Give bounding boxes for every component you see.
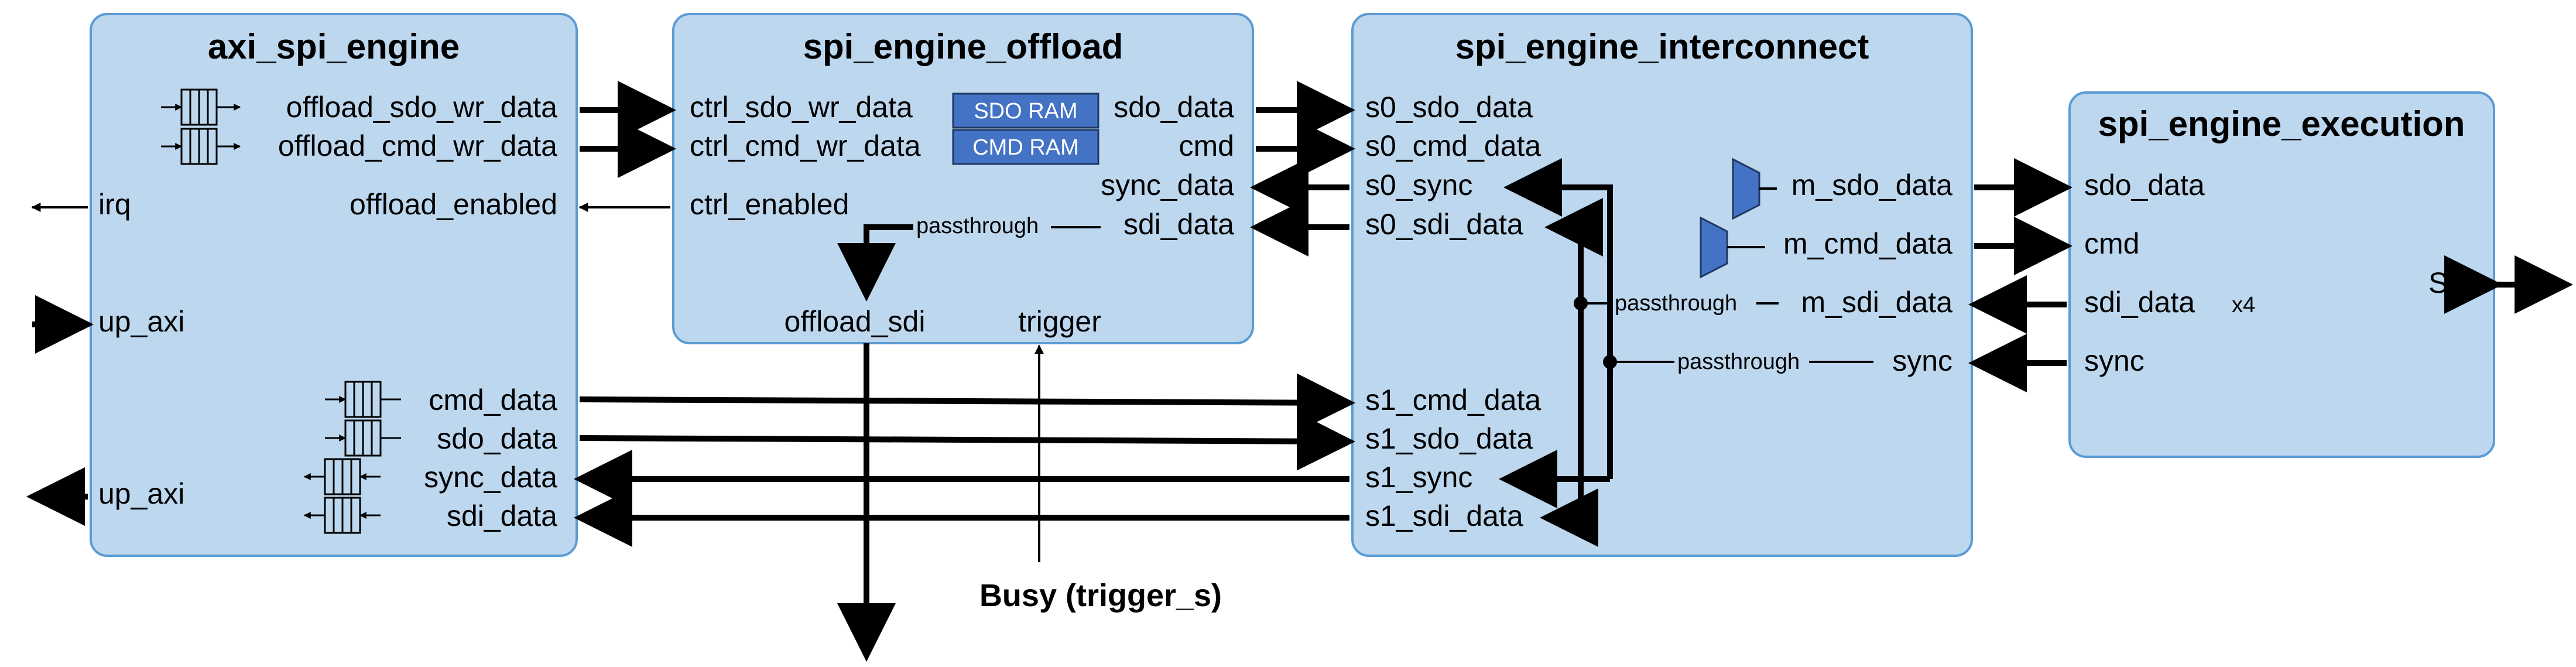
port-ctrl-cmd-wr-data: ctrl_cmd_wr_data	[690, 129, 921, 162]
spi-engine-offload-title: spi_engine_offload	[803, 27, 1123, 66]
port-offload-cmd-wr-data: offload_cmd_wr_data	[278, 129, 557, 162]
sdo-ram	[952, 93, 1099, 129]
cmd-mux-icon	[1700, 216, 1728, 279]
cmd-ram	[952, 129, 1099, 165]
spi-engine-execution-title: spi_engine_execution	[2098, 104, 2465, 143]
port-sync-data: sync_data	[424, 461, 557, 494]
offload-passthrough-wire	[837, 224, 913, 302]
busy-trigger-label: Busy (trigger_s)	[979, 578, 1222, 613]
port-s0-sdi-data: s0_sdi_data	[1365, 208, 1523, 241]
fifo-icon	[325, 381, 401, 418]
port-exec-sdi-multiplier: x4	[2232, 293, 2255, 317]
port-s1-sdo-data: s1_sdo_data	[1365, 422, 1533, 455]
sync-fanout-s0-wire	[1503, 158, 1613, 479]
port-offload-enabled: offload_enabled	[350, 188, 557, 221]
axi-spi-engine-block	[90, 13, 578, 557]
port-s0-sdo-data: s0_sdo_data	[1365, 91, 1533, 124]
port-sdo-data: sdo_data	[437, 422, 557, 455]
port-offload-sdi-data: sdi_data	[1123, 208, 1234, 241]
port-up-axi-out: up_axi	[98, 477, 184, 510]
sdo-ram-label: SDO RAM	[974, 99, 1077, 124]
fifo-icon	[161, 128, 241, 165]
port-m-sdo-data: m_sdo_data	[1791, 169, 1952, 201]
port-offload-sdo-wr-data: offload_sdo_wr_data	[286, 91, 558, 124]
port-irq: irq	[98, 188, 131, 221]
interconnect-passthrough-sdi-label: passthrough	[1615, 291, 1737, 316]
port-ctrl-enabled: ctrl_enabled	[690, 188, 849, 221]
s1-sdo-data-wire	[579, 412, 1355, 471]
port-s1-cmd-data: s1_cmd_data	[1365, 384, 1541, 416]
port-exec-sdo-data: sdo_data	[2084, 169, 2205, 201]
cmd-ram-label: CMD RAM	[972, 135, 1079, 160]
port-s1-sdi-data: s1_sdi_data	[1365, 500, 1523, 532]
port-cmd-data: cmd_data	[429, 384, 557, 416]
port-up-axi-in: up_axi	[98, 305, 184, 338]
sdi-fanout-s0-wire	[1544, 198, 1603, 518]
fifo-icon	[303, 458, 381, 495]
spi-engine-interconnect-title: spi_engine_interconnect	[1455, 27, 1869, 66]
port-spi: SPI	[2428, 266, 2476, 299]
interconnect-passthrough-sync-label: passthrough	[1677, 350, 1800, 374]
port-m-cmd-data: m_cmd_data	[1783, 227, 1952, 260]
s1-cmd-data-wire	[579, 373, 1355, 432]
sdo-mux-icon	[1732, 158, 1760, 220]
offload-passthrough-label: passthrough	[916, 214, 1039, 238]
sync-junction-dot	[1603, 355, 1617, 369]
port-offload-sdo-data: sdo_data	[1114, 91, 1234, 124]
port-sync: sync	[1892, 344, 1952, 377]
port-exec-sync: sync	[2084, 344, 2145, 377]
fifo-icon	[303, 497, 381, 534]
port-offload-sdi: offload_sdi	[785, 305, 926, 338]
port-s0-cmd-data: s0_cmd_data	[1365, 129, 1541, 162]
port-ctrl-sdo-wr-data: ctrl_sdo_wr_data	[690, 91, 913, 124]
port-offload-sync-data: sync_data	[1101, 169, 1234, 201]
port-trigger: trigger	[1018, 305, 1101, 338]
fifo-icon	[325, 419, 401, 457]
port-s0-sync: s0_sync	[1365, 169, 1472, 201]
port-m-sdi-data: m_sdi_data	[1801, 286, 1953, 319]
axi-spi-engine-title: axi_spi_engine	[208, 27, 460, 66]
port-exec-sdi-data: sdi_data	[2084, 286, 2195, 319]
port-sdi-data: sdi_data	[447, 500, 557, 532]
port-s1-sync: s1_sync	[1365, 461, 1472, 494]
port-offload-cmd: cmd	[1179, 129, 1234, 162]
sdi-junction-dot	[1574, 296, 1588, 310]
port-exec-cmd: cmd	[2084, 227, 2139, 260]
fifo-icon	[161, 88, 241, 126]
